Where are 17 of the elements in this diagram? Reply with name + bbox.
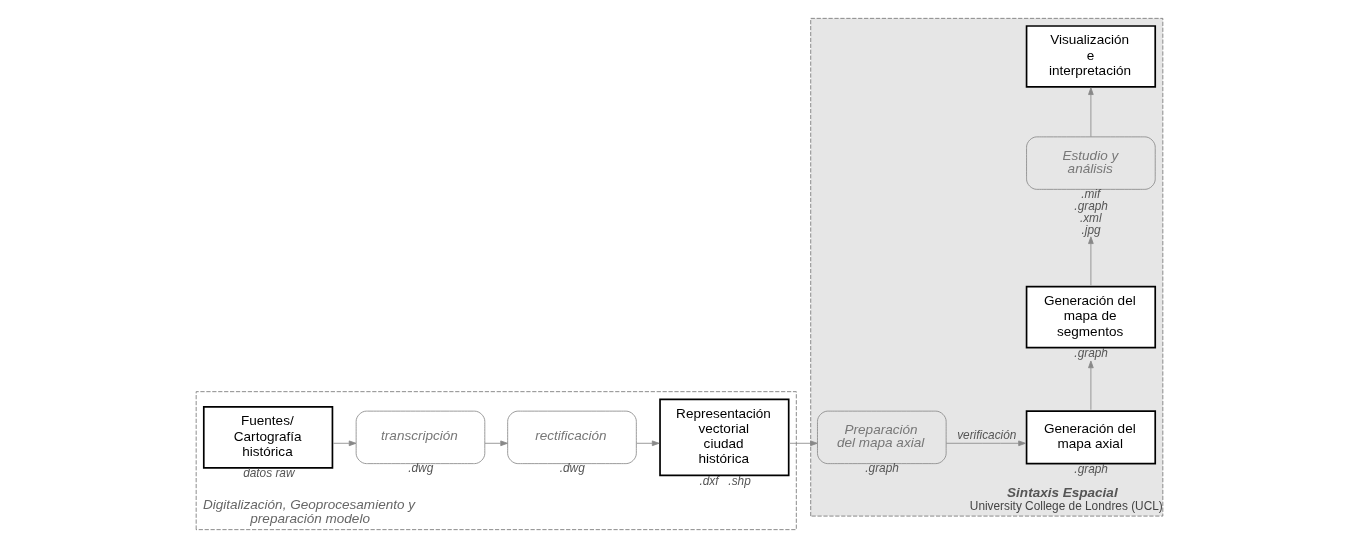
arrow [332,440,356,447]
node-label: .graph [1073,346,1108,361]
node-box: Estudio y análisis [1025,136,1156,190]
node-label: datos raw [242,466,294,481]
arrow [483,440,508,447]
arrow [635,440,660,447]
node-box: transcripción [355,410,485,465]
node-label: .jpg [1081,222,1101,237]
arrow [945,440,1026,447]
edge-label: verificación [956,428,1016,443]
arrow [1087,236,1094,286]
arrow [1087,87,1094,138]
arrow [1087,360,1094,411]
node-label: .graph [1073,462,1108,477]
arrow [788,440,818,447]
node-box: Preparación del mapa axial [816,410,947,465]
node-label: .graph [1073,198,1108,213]
